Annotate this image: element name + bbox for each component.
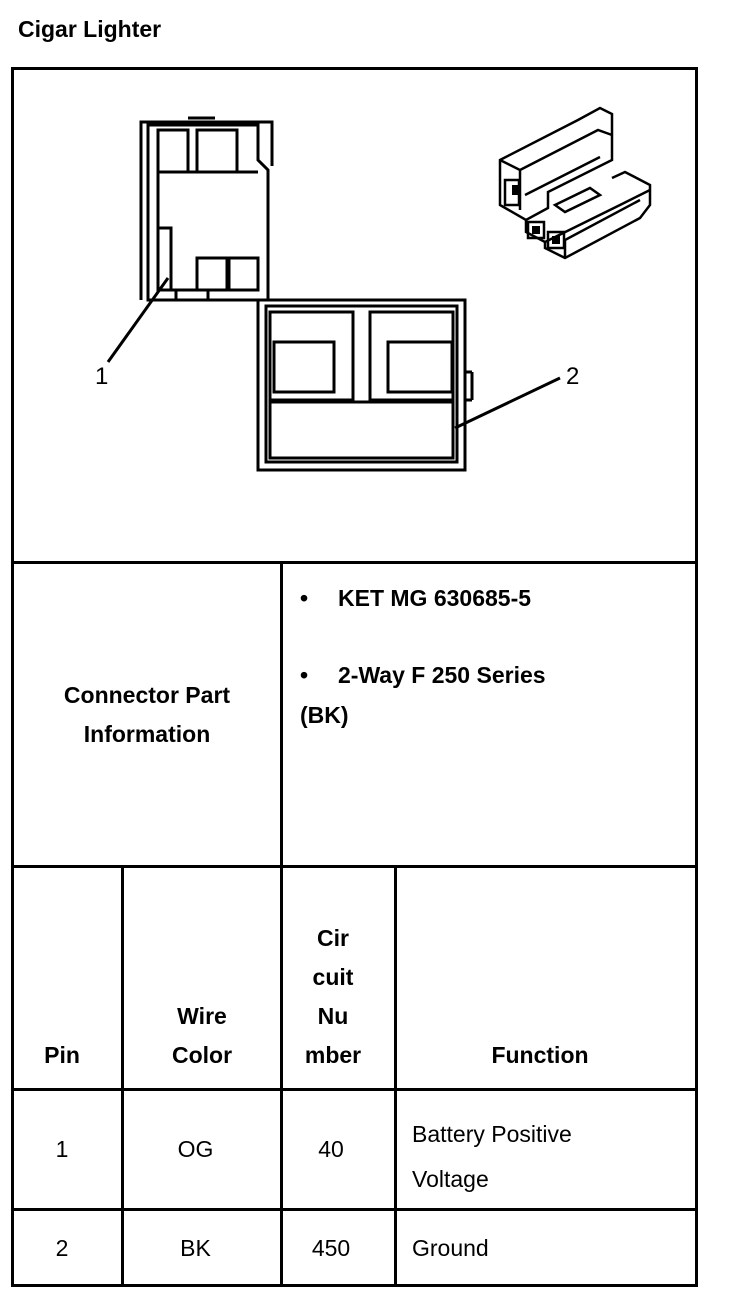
header-circuit-line3: Nu [317, 1003, 349, 1029]
part-info-item-1: • KET MG 630685-5 [300, 585, 531, 612]
header-circuit-line4: mber [304, 1042, 362, 1068]
row-1-circuit: 40 [318, 1136, 344, 1162]
row-1-wire-color: OG [177, 1136, 214, 1162]
header-circuit-line1: Cir [317, 925, 349, 951]
part-info-divider [280, 561, 283, 868]
part-number: KET MG 630685-5 [338, 585, 532, 611]
row-1-function-line2: Voltage [412, 1166, 489, 1192]
part-info-label: Connector Part Information [14, 676, 280, 754]
callout-2: 2 [566, 363, 580, 390]
header-circuit-number: Cir cuit Nu mber [283, 919, 383, 1075]
row-1-function-line1: Battery Positive [412, 1121, 572, 1147]
row-2-wire-color: BK [180, 1235, 211, 1261]
connector-color: (BK) [300, 702, 349, 728]
connector-series: 2-Way F 250 Series [338, 662, 546, 688]
pin-table [11, 865, 698, 1287]
column-divider [394, 865, 397, 1287]
header-pin: Pin [44, 1042, 80, 1068]
row-2-function: Ground [412, 1235, 489, 1261]
row-divider [11, 1088, 698, 1091]
row-2-circuit: 450 [311, 1235, 351, 1261]
row-1-pin: 1 [55, 1136, 69, 1162]
part-info-label-line1: Connector Part [63, 682, 231, 708]
header-circuit-line2: cuit [312, 964, 354, 990]
header-wire-color: Wire Color [124, 997, 280, 1075]
column-divider [280, 865, 283, 1287]
page-title: Cigar Lighter [18, 16, 162, 42]
header-function: Function [491, 1042, 589, 1068]
row-divider [11, 1208, 698, 1211]
bullet-icon: • [300, 585, 309, 611]
part-info-item-2: • 2-Way F 250 Series [300, 662, 546, 689]
part-info-label-line2: Information [83, 721, 211, 747]
header-wire-color-line1: Wire [177, 1003, 227, 1029]
connector-diagram-panel [11, 67, 698, 564]
bullet-icon: • [300, 662, 309, 688]
callout-1: 1 [95, 363, 109, 390]
header-wire-color-line2: Color [171, 1042, 233, 1068]
row-1-function: Battery Positive Voltage [412, 1112, 692, 1202]
row-2-pin: 2 [55, 1235, 69, 1261]
column-divider [121, 865, 124, 1287]
